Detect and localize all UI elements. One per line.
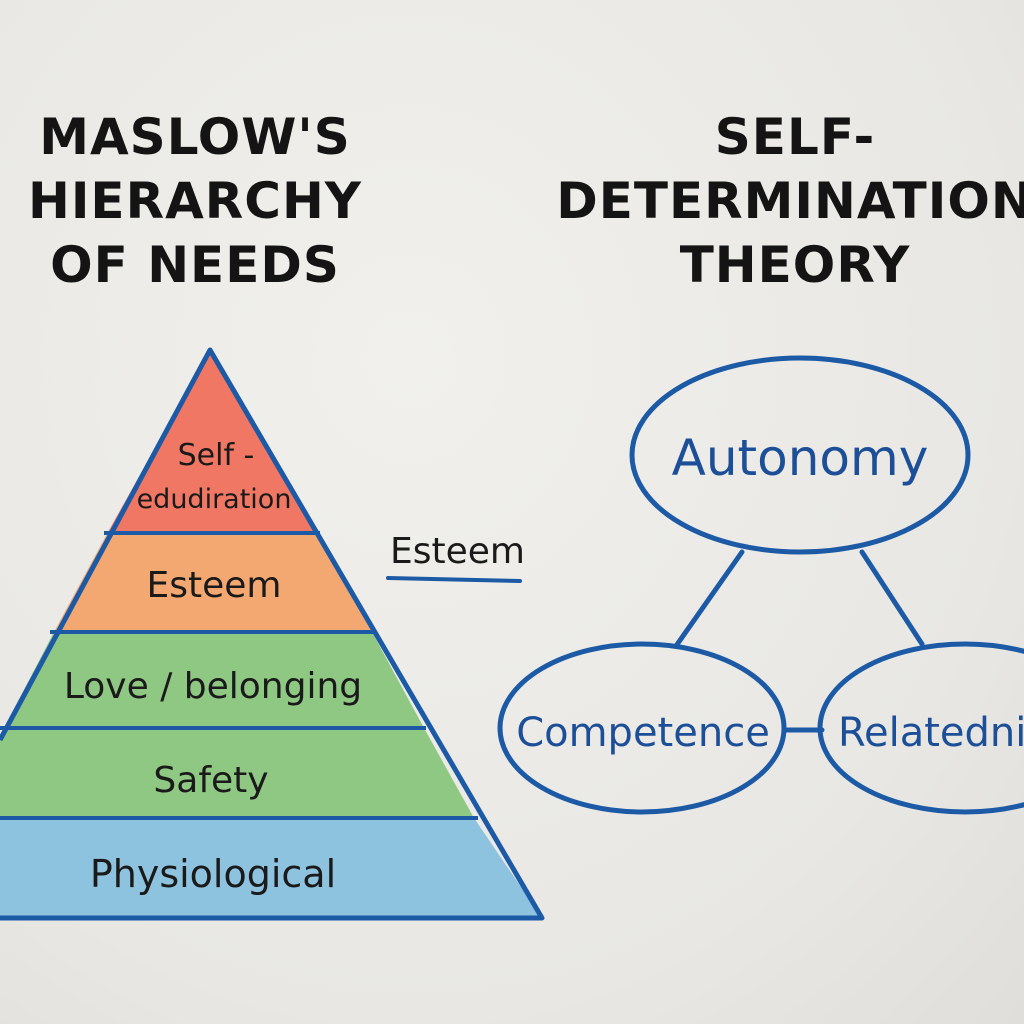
- side-note-esteem: Esteem: [386, 531, 525, 583]
- maslow-title-line-2: HIERARCHY: [27, 172, 363, 230]
- node-label-competence: Competence: [516, 710, 770, 756]
- pyramid-level-self-actualization: [108, 350, 318, 532]
- connector-autonomy-competence: [673, 549, 745, 649]
- maslow-title-line-1: MASLOW'S: [39, 108, 351, 166]
- level-label-self-line-2: edudiration: [137, 484, 292, 515]
- sdt-title: SELF- DETERMINATION THEORY: [545, 105, 1024, 297]
- side-note-underline: [386, 576, 522, 583]
- node-relatedness: [817, 641, 1024, 815]
- maslow-pyramid: Self - edudiration Esteem Love / belongi…: [0, 347, 545, 921]
- sdt-title-line-3: THEORY: [679, 236, 911, 294]
- pyramid-level-safety: [0, 728, 474, 818]
- level-label-safety: Safety: [153, 760, 268, 801]
- maslow-title: MASLOW'S HIERARCHY OF NEEDS: [10, 105, 380, 297]
- side-note-label: Esteem: [390, 531, 525, 572]
- level-label-physiological: Physiological: [90, 852, 336, 896]
- sdt-title-line-1: SELF-: [714, 108, 876, 166]
- node-label-relatedness: Relatedni: [838, 710, 1024, 756]
- pyramid-level-love-belonging: [4, 632, 424, 728]
- connector-autonomy-relatedness: [859, 549, 925, 647]
- pyramid-level-esteem: [54, 532, 372, 632]
- pyramid-level-physiological: [0, 818, 542, 918]
- node-label-autonomy: Autonomy: [672, 429, 929, 487]
- node-competence: [497, 641, 787, 815]
- level-label-self-line-1: Self -: [178, 438, 255, 473]
- maslow-title-line-3: OF NEEDS: [50, 236, 340, 294]
- level-label-esteem: Esteem: [147, 565, 282, 606]
- level-label-love-belonging: Love / belonging: [64, 666, 362, 707]
- pyramid-outline: [0, 347, 545, 921]
- sdt-title-line-2: DETERMINATION: [556, 172, 1024, 230]
- node-autonomy: [629, 355, 971, 555]
- sdt-diagram: Autonomy Competence Relatedni: [497, 355, 1024, 815]
